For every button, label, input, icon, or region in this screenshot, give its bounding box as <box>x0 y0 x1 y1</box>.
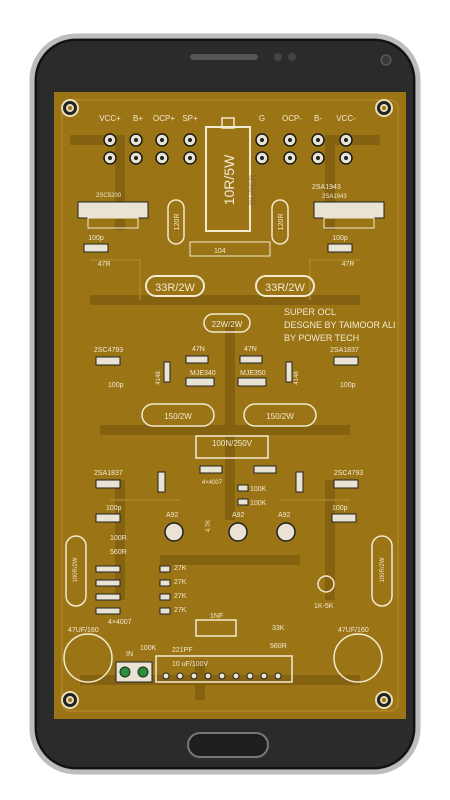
res-100r-2w-left: 100R/2W <box>73 557 79 582</box>
cap-104: 104 <box>214 248 226 255</box>
res-120r-left: 120R <box>174 214 181 231</box>
transistor-2sa1837-low: 2SA1837 <box>94 470 123 477</box>
transistor-2sc5200: 2SC5200 <box>77 193 149 229</box>
transistor-2sc4793-low: 2SC4793 <box>334 470 363 477</box>
transistor-mje340: MJE340 <box>190 370 216 377</box>
res-27k-4: 27K <box>174 607 187 614</box>
cap-100p-mid-left: 100p <box>108 382 124 389</box>
res-150-right: 150/2W <box>266 412 294 421</box>
res-100k-1: 100K <box>250 486 267 493</box>
credit-company: BY POWER TECH <box>284 333 359 343</box>
resistor-10r-5w: 10R/5W SUPER <box>205 117 258 232</box>
cap-100n-250v: 100N/250V <box>212 439 253 448</box>
sensor <box>380 54 392 66</box>
transistor-mje350: MJE350 <box>240 370 266 377</box>
res-47r-left: 47R <box>98 261 111 268</box>
label-vcc-minus: VCC- <box>336 114 356 123</box>
cap-10uf-100v: 10 uF/100V <box>172 661 209 668</box>
cap-47n-right: 47N <box>244 346 257 353</box>
credit-title: SUPER OCL <box>284 307 336 317</box>
cap-100p-low-right: 100p <box>332 505 348 512</box>
res-100r-2w-right: 100R/2W <box>380 557 386 582</box>
res-33r-right: 33R/2W <box>265 282 305 294</box>
pot-1k-5k: 1K-5K <box>314 603 334 610</box>
resistor-ghost-label: SUPER <box>248 174 258 206</box>
diode-4x4007-mid: 4×4007 <box>202 480 223 486</box>
label-sp-plus: SP+ <box>182 114 198 123</box>
cap-100p-top-left: 100p <box>88 235 104 242</box>
res-27k-3: 27K <box>174 593 187 600</box>
diodes-4x4007: 4×4007 <box>108 619 132 626</box>
transistor-2sc4793-top: 2SC4793 <box>94 347 123 354</box>
transistor-a92-2: A92 <box>232 512 245 519</box>
home-button[interactable] <box>187 732 269 758</box>
res-47r-right: 47R <box>342 261 355 268</box>
transistor-2sa1943-inner: 2SA1943 <box>322 194 347 200</box>
transistor-2sa1943: 2SA1943 2SA1943 <box>312 184 385 229</box>
transistor-2sa1837-top: 2SA1837 <box>330 347 359 354</box>
label-vcc-plus: VCC+ <box>99 114 121 123</box>
cap-47uf-left: 47UF/160 <box>68 627 99 634</box>
transistor-a92-3: A92 <box>278 512 291 519</box>
cap-221pf: 221PF <box>172 647 193 654</box>
speaker-grille <box>190 54 258 60</box>
front-camera <box>274 53 282 61</box>
cap-47n-left: 47N <box>192 346 205 353</box>
cap-47uf-right: 47UF/160 <box>338 627 369 634</box>
diode-4148-left: 4148 <box>156 371 162 385</box>
credit-designer: DESGNE BY TAIMOOR ALI <box>284 320 396 330</box>
connector-pads <box>103 133 353 165</box>
diode-4148-right: 4148 <box>294 371 300 385</box>
cap-100p-mid-right: 100p <box>340 382 356 389</box>
res-150-left: 150/2W <box>164 412 192 421</box>
transistor-a92-1: A92 <box>166 512 179 519</box>
res-100k-input: 100K <box>140 645 157 652</box>
res-27k-2: 27K <box>174 579 187 586</box>
res-33k: 33K <box>272 625 285 632</box>
resistor-10r-label: 10R/5W <box>221 154 237 205</box>
res-33r-left: 33R/2W <box>155 282 195 294</box>
res-560r-2: 560R <box>270 643 287 650</box>
cap-100p-top-right: 100p <box>332 235 348 242</box>
transistor-2sc5200-label: 2SC5200 <box>96 193 122 199</box>
res-120r-right: 120R <box>278 214 285 231</box>
cap-100p-low-left: 100p <box>106 505 122 512</box>
label-ocp-minus: OCP- <box>282 114 302 123</box>
res-100r: 100R <box>110 535 127 542</box>
mount-holes <box>61 99 393 709</box>
cap-1nf: 1NF <box>210 613 223 620</box>
label-g: G <box>259 114 265 123</box>
res-22w: 22W/2W <box>212 320 243 329</box>
transistor-2sa1943-label: 2SA1943 <box>312 184 341 191</box>
res-4-7k: 4.7K <box>206 520 212 532</box>
input-label: IN <box>126 651 133 658</box>
input-terminal <box>115 661 153 683</box>
res-100k-2: 100K <box>250 500 267 507</box>
res-27k-1: 27K <box>174 565 187 572</box>
label-b-minus: B- <box>314 114 322 123</box>
label-ocp-plus: OCP+ <box>153 114 175 123</box>
res-560r: 560R <box>110 549 127 556</box>
label-b-plus: B+ <box>133 114 143 123</box>
